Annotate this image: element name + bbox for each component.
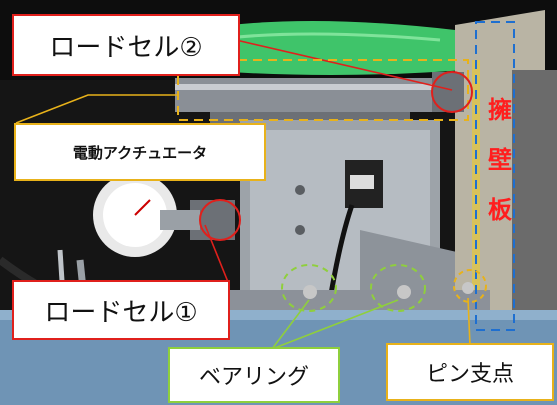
load-cell-1-label: ロードセル① (12, 280, 230, 340)
load-cell-2-label: ロードセル② (12, 14, 240, 76)
wall-label-char-1: 擁 (488, 96, 512, 124)
wall-label-char-3: 板 (488, 196, 512, 224)
pin-support-label: ピン支点 (386, 343, 554, 401)
bearing-label: ベアリング (168, 347, 340, 403)
wall-label-char-2: 壁 (488, 146, 512, 174)
actuator-label: 電動アクチュエータ (14, 123, 266, 181)
